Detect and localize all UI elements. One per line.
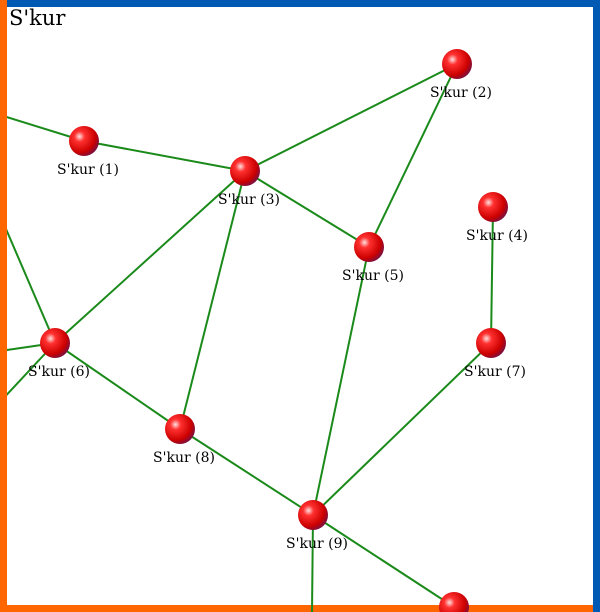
node-5[interactable] [354, 232, 384, 262]
graph-title: S'kur [9, 6, 66, 30]
edge-4-7 [490, 206, 494, 344]
edge-3-2 [244, 63, 458, 172]
node-10[interactable] [439, 592, 469, 612]
edge-7-9 [312, 342, 492, 516]
node-label: S'kur (3) [218, 192, 280, 208]
edge-6-offL2 [0, 214, 56, 344]
edge-6-8 [54, 342, 181, 430]
node-3[interactable] [230, 156, 260, 186]
node-label: S'kur (9) [286, 536, 348, 552]
edge-8-9 [179, 428, 314, 516]
node-6[interactable] [40, 328, 70, 358]
node-label: S'kur (1) [57, 162, 119, 178]
edge-9-10 [312, 514, 455, 608]
edge-5-9 [312, 246, 370, 516]
right-border [593, 0, 600, 612]
edge-3-5 [244, 170, 370, 248]
node-label: S'kur (4) [466, 228, 528, 244]
node-label: S'kur (8) [153, 450, 215, 466]
edge-1-3 [83, 140, 246, 172]
node-9[interactable] [298, 500, 328, 530]
edge-9-offB [311, 514, 314, 612]
node-8[interactable] [165, 414, 195, 444]
bottom-border [0, 605, 593, 612]
top-border [0, 0, 600, 7]
node-4[interactable] [478, 192, 508, 222]
node-label: S'kur (5) [342, 268, 404, 284]
node-label: S'kur (6) [28, 364, 90, 380]
edge-3-8 [179, 170, 246, 430]
edge-2-5 [368, 63, 458, 248]
node-1[interactable] [69, 126, 99, 156]
node-2[interactable] [442, 49, 472, 79]
node-7[interactable] [476, 328, 506, 358]
left-border [0, 0, 7, 612]
node-label: S'kur (2) [430, 85, 492, 101]
edge-3-6 [54, 170, 246, 344]
node-label: S'kur (7) [464, 364, 526, 380]
